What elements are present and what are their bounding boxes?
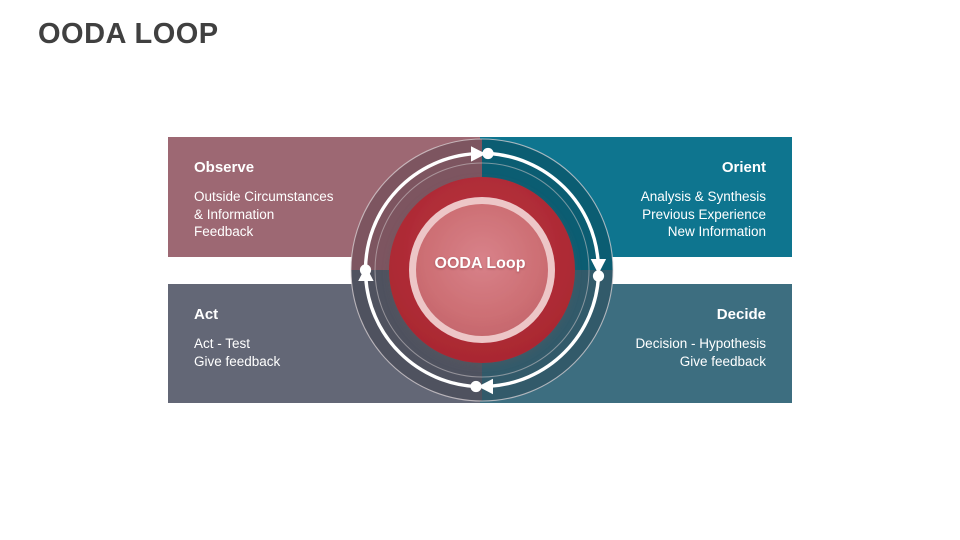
quadrant-panel-observe-content: Observe Outside Circumstances & Informat…	[168, 137, 480, 257]
quadrant-title-observe: Observe	[194, 159, 255, 176]
quadrant-panel-decide[interactable]: Decide Decision - Hypothesis Give feedba…	[480, 284, 792, 403]
quadrant-panel-observe[interactable]: Observe Outside Circumstances & Informat…	[168, 137, 480, 257]
quadrant-lines-act: Act - Test Give feedback	[194, 335, 454, 370]
quadrant-panel-act-content: Act Act - Test Give feedback	[168, 284, 480, 392]
quadrant-lines-decide: Decision - Hypothesis Give feedback	[506, 335, 766, 370]
quadrant-line: Give feedback	[679, 353, 766, 369]
quadrant-line: Analysis & Synthesis	[640, 189, 766, 204]
quadrant-panel-act[interactable]: Act Act - Test Give feedback	[168, 284, 480, 403]
quadrant-title-act: Act	[194, 306, 219, 323]
quadrant-lines-observe: Outside Circumstances & Information Feed…	[194, 188, 454, 241]
hub-label: OODA Loop	[434, 255, 526, 272]
page-title: OODA LOOP	[38, 18, 219, 50]
quadrant-lines-orient: Analysis & Synthesis Previous Experience…	[506, 188, 766, 241]
quadrant-line: Outside Circumstances	[194, 189, 334, 204]
quadrant-line: Act - Test	[194, 336, 251, 351]
quadrant-panel-orient[interactable]: Orient Analysis & Synthesis Previous Exp…	[480, 137, 792, 257]
quadrant-panel-orient-content: Orient Analysis & Synthesis Previous Exp…	[480, 137, 792, 257]
quadrant-line: New Information	[667, 224, 766, 239]
quadrant-line: Feedback	[194, 224, 254, 239]
quadrant-line: & Information	[194, 206, 275, 222]
quadrant-line: Previous Experience	[642, 206, 766, 222]
quadrant-line: Decision - Hypothesis	[635, 336, 766, 351]
quadrant-title-decide: Decide	[716, 306, 766, 323]
quadrant-title-orient: Orient	[721, 159, 766, 176]
quadrant-line: Give feedback	[194, 353, 281, 369]
quadrant-panel-decide-content: Decide Decision - Hypothesis Give feedba…	[480, 284, 792, 392]
